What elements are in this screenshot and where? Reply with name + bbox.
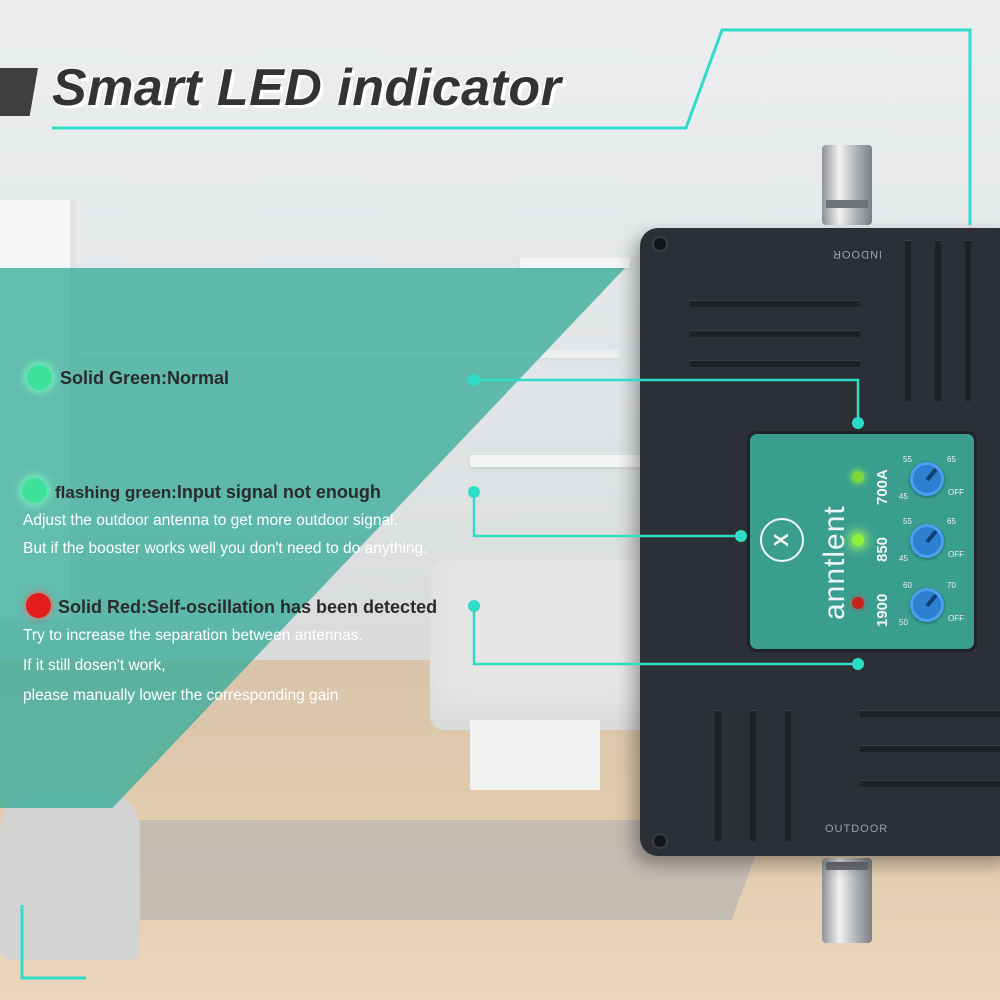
solid-red-line: Try to increase the separation between a… <box>23 627 363 644</box>
knob-scale-label: OFF <box>948 488 964 497</box>
solid-red-heading: Solid Red:Self-oscillation has been dete… <box>58 597 438 617</box>
brand-logo-icon: X <box>760 518 804 562</box>
device-groove <box>860 710 1000 717</box>
band-label-1900: 1900 <box>874 593 891 627</box>
background-shelf <box>520 258 630 268</box>
background-table <box>470 720 600 790</box>
flashing-green-line: Adjust the outdoor antenna to get more o… <box>23 512 398 529</box>
knob-scale-label: 65 <box>947 517 956 526</box>
background-shelf <box>470 455 640 467</box>
indoor-antenna-connector <box>822 145 872 225</box>
knob-scale-label: 55 <box>903 455 912 464</box>
flashing-green-led-icon <box>22 478 47 503</box>
flashing-green-heading-rest: Input signal not enough <box>176 482 381 502</box>
indoor-port-label: INDOOR <box>832 248 882 260</box>
solid-red-led-icon <box>26 593 51 618</box>
band-label-700a: 700A <box>874 469 891 505</box>
knob-scale-label: OFF <box>948 614 964 623</box>
device-groove <box>860 780 1000 787</box>
knob-scale-label: 45 <box>899 554 908 563</box>
solid-red-line: please manually lower the corresponding … <box>23 687 339 704</box>
device-groove <box>690 300 860 307</box>
connector-ring <box>826 200 868 208</box>
led-1900 <box>852 597 864 609</box>
background-planter <box>0 790 140 960</box>
device-groove <box>785 710 791 841</box>
device-screw <box>652 833 668 849</box>
knob-scale-label: 65 <box>947 455 956 464</box>
band-label-850: 850 <box>874 536 891 562</box>
solid-red-line: If it still dosen't work, <box>23 657 166 674</box>
device-groove <box>935 240 941 401</box>
brand-name: anntlent <box>818 505 851 620</box>
device-groove <box>905 240 911 401</box>
led-700a <box>852 471 864 483</box>
outdoor-port-label: OUTDOOR <box>825 823 889 835</box>
device-groove <box>715 710 721 841</box>
gain-knob-1900[interactable] <box>910 588 944 622</box>
flashing-green-heading: flashing green:Input signal not enough <box>55 482 381 503</box>
knob-scale-label: 70 <box>947 581 956 590</box>
device-groove <box>965 240 971 401</box>
background-sofa <box>430 560 660 730</box>
gain-knob-700a[interactable] <box>910 462 944 496</box>
page-title: Smart LED indicator <box>52 59 562 117</box>
device-groove <box>750 710 756 841</box>
device-groove <box>690 360 860 367</box>
knob-scale-label: 50 <box>899 618 908 627</box>
flashing-green-heading-prefix: flashing green: <box>55 483 177 502</box>
connector-ring <box>826 862 868 870</box>
knob-scale-label: 45 <box>899 492 908 501</box>
led-850 <box>852 534 864 546</box>
device-groove <box>690 330 860 337</box>
gain-knob-850[interactable] <box>910 524 944 558</box>
device-groove <box>860 745 1000 752</box>
knob-scale-label: 60 <box>903 581 912 590</box>
device-screw <box>652 236 668 252</box>
solid-green-heading: Solid Green:Normal <box>60 368 230 388</box>
outdoor-antenna-connector <box>822 858 872 943</box>
knob-scale-label: 55 <box>903 517 912 526</box>
solid-green-led-icon <box>27 365 52 390</box>
flashing-green-line: But if the booster works well you don't … <box>23 540 428 557</box>
knob-scale-label: OFF <box>948 550 964 559</box>
